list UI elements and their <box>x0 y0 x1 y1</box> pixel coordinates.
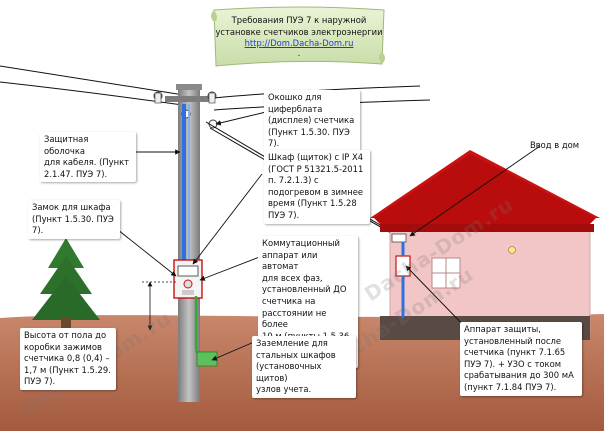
label-house-entry: Ввод в дом <box>530 140 580 150</box>
label-protection-device: Аппарат защиты, установленный после счет… <box>460 322 582 396</box>
banner-dot: . <box>297 47 301 58</box>
label-cable-sheath: Защитная оболочка для кабеля. (Пункт 2.1… <box>40 132 136 183</box>
title-scroll <box>211 6 385 67</box>
overhead-lines <box>0 65 431 111</box>
label-cabinet-ip: Шкаф (щиток) с IP X4 (ГОСТ Р 51321.5-201… <box>264 150 370 224</box>
cable-sheath <box>182 104 190 262</box>
label-display-window: Окошко для циферблата (дисплея) счетчика… <box>264 90 360 152</box>
label-grounding: Заземление для стальных шкафов (установо… <box>252 336 356 398</box>
title-text: Требования ПУЭ 7 к наружной установке сч… <box>215 15 383 37</box>
height-dimension <box>142 281 176 331</box>
title-banner: Требования ПУЭ 7 к наружной установке сч… <box>212 8 386 65</box>
meter-cabinet <box>173 259 203 299</box>
spruce-tree <box>32 238 100 330</box>
site-link[interactable]: http://Dom.Dacha-Dom.ru <box>244 38 354 48</box>
label-cabinet-lock: Замок для шкафа (Пункт 1.5.30. ПУЭ 7). <box>28 200 120 239</box>
label-height: Высота от пола до коробки зажимов счетчи… <box>20 328 116 390</box>
